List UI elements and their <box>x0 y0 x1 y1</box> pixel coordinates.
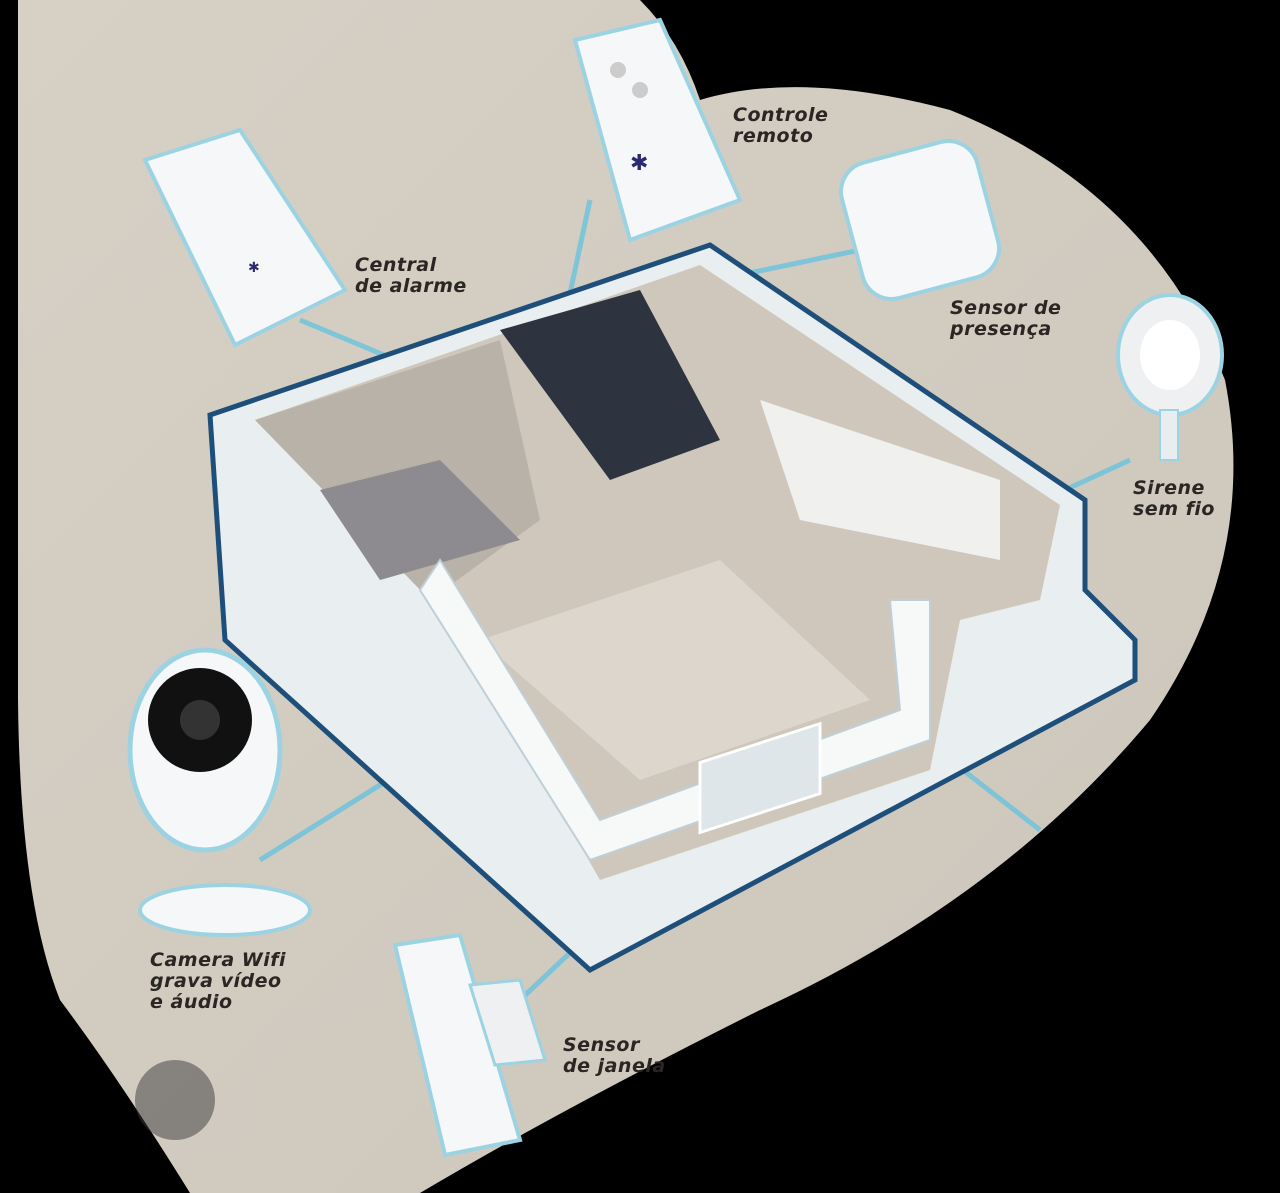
label-siren: Sirene sem fio <box>1133 478 1215 520</box>
label-line: Camera Wifi <box>150 949 287 971</box>
label-line: Sensor de <box>950 297 1062 319</box>
label-line: e áudio <box>150 991 233 1013</box>
label-presence-sensor: Sensor de presença <box>950 298 1061 340</box>
central-device: ✱ <box>142 127 348 348</box>
bed <box>320 460 520 580</box>
siren-device <box>1116 293 1224 461</box>
label-window-sensor: Sensor de janela <box>563 1035 666 1077</box>
label-wifi-camera: Camera Wifi grava vídeo e áudio <box>150 950 286 1013</box>
label-line: sem fio <box>1133 498 1215 520</box>
label-line: Controle <box>733 104 829 126</box>
window-front <box>698 721 822 835</box>
label-line: de alarme <box>355 275 467 297</box>
label-line: presença <box>950 318 1052 340</box>
label-line: Sirene <box>1133 477 1205 499</box>
presence-sensor-device <box>839 139 1001 301</box>
label-remote-control: Controle remoto <box>733 105 828 147</box>
bathroom <box>500 290 720 480</box>
camera-device <box>127 647 312 937</box>
kitchen <box>760 400 1000 560</box>
remote-device: ✱ <box>572 17 743 243</box>
corner-shadow <box>135 1060 215 1140</box>
svg-text:✱: ✱ <box>248 260 260 276</box>
window-sensor-device <box>392 932 547 1158</box>
label-line: de janela <box>563 1055 666 1077</box>
label-line: remoto <box>733 125 814 147</box>
svg-text:✱: ✱ <box>630 151 648 176</box>
label-line: Central <box>355 254 437 276</box>
label-line: Sensor <box>563 1034 640 1056</box>
living-room <box>480 560 870 780</box>
label-line: grava vídeo <box>150 970 282 992</box>
label-alarm-central: Central de alarme <box>355 255 467 297</box>
